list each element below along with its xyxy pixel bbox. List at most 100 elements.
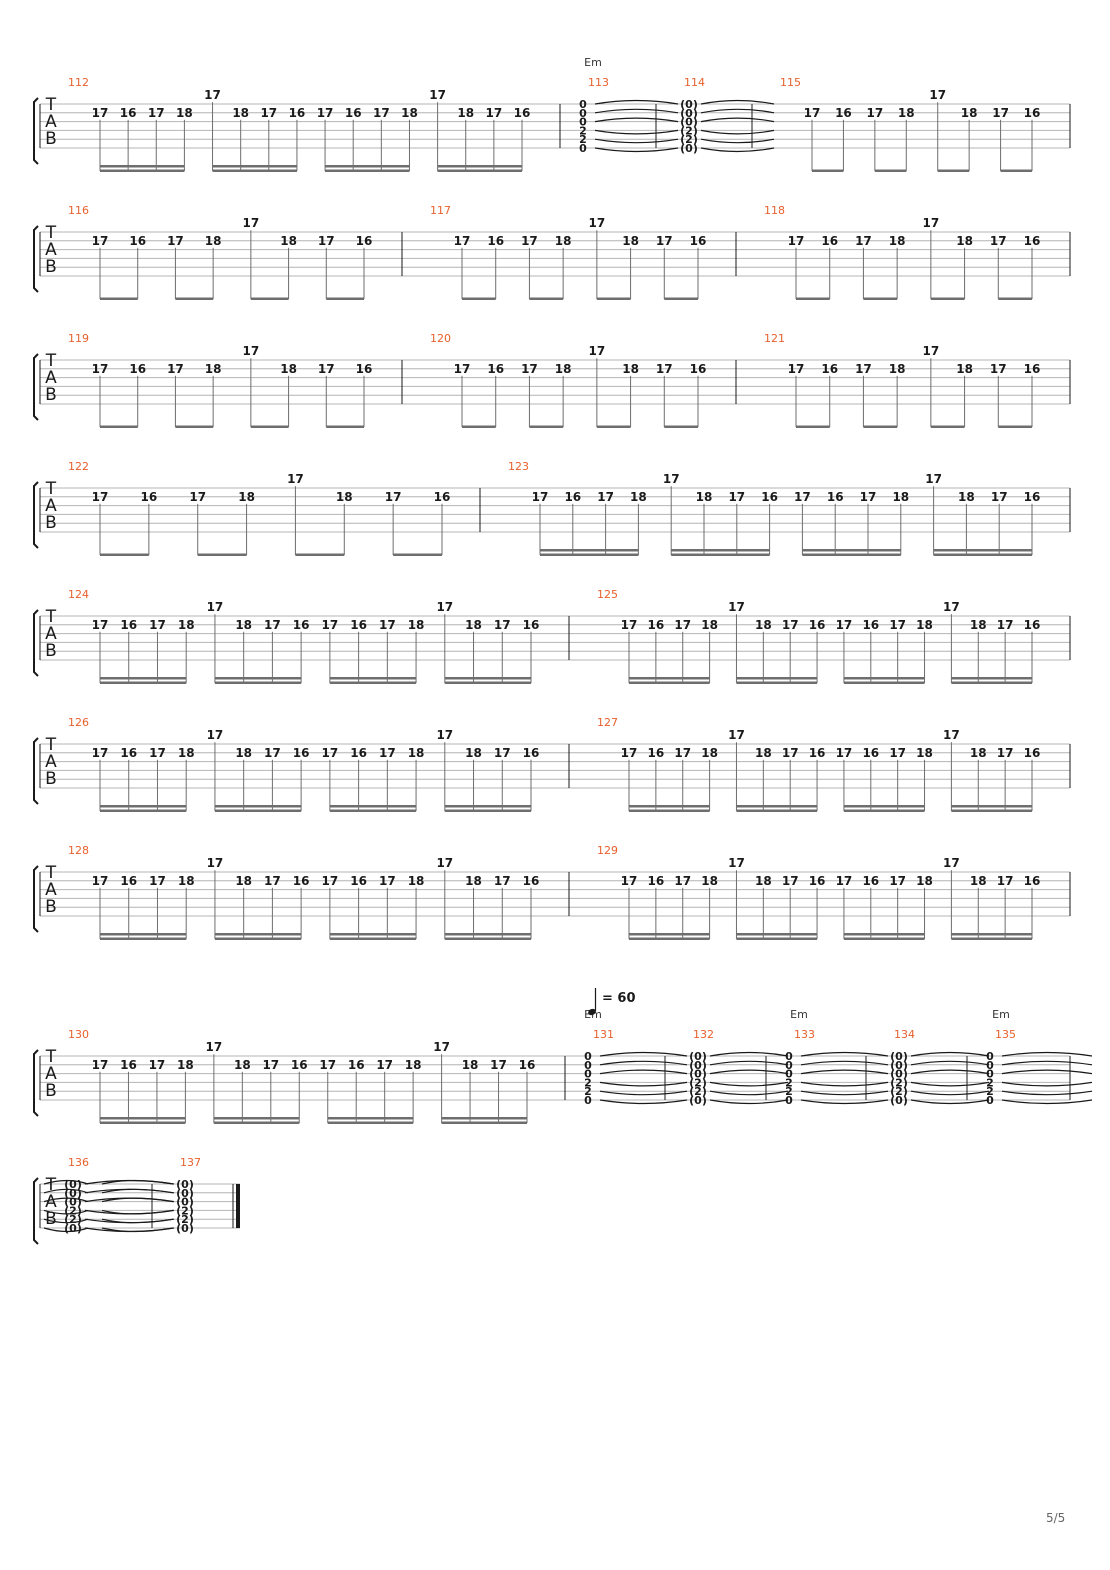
tab-clef-letter: A [45, 752, 57, 772]
tie-arc [709, 1099, 789, 1105]
tie-arc [709, 1069, 789, 1075]
fret-number: 16 [348, 1058, 365, 1072]
bar-number: 114 [684, 76, 705, 89]
chord-symbol: Em [584, 56, 602, 69]
fret-number: 17 [92, 874, 109, 888]
fret-number: 17 [923, 344, 940, 358]
beam-secondary [100, 677, 187, 680]
fret-number: 17 [997, 874, 1014, 888]
fret-number: 17 [376, 1058, 393, 1072]
fret-number: 16 [835, 106, 852, 120]
beam-secondary [327, 1117, 414, 1120]
beam [327, 1121, 414, 1124]
fret-number: 18 [178, 746, 195, 760]
fret-number: 18 [408, 874, 425, 888]
fret-number: 18 [630, 490, 647, 504]
beam [213, 1121, 300, 1124]
tab-clef-letter: A [45, 1192, 57, 1212]
tie-arc [599, 1099, 688, 1105]
beam [596, 297, 631, 300]
fret-number: 17 [621, 746, 638, 760]
tie-arc [101, 1188, 174, 1194]
bar-number: 126 [68, 716, 89, 729]
beam [736, 681, 818, 684]
fret-number: 17 [990, 362, 1007, 376]
fret-number: 16 [1024, 618, 1041, 632]
tab-clef-letter: A [45, 880, 57, 900]
fret-number: 17 [855, 234, 872, 248]
fret-number: 17 [597, 490, 614, 504]
fret-number: 17 [92, 618, 109, 632]
fret-number: 16 [120, 874, 137, 888]
fret-number: 17 [889, 618, 906, 632]
fret-number: 17 [318, 234, 335, 248]
beam [326, 425, 364, 428]
bar-number: 113 [588, 76, 609, 89]
beam [629, 809, 710, 812]
fret-number: 16 [120, 746, 137, 760]
system-bracket [33, 1177, 39, 1245]
fret-number: 16 [809, 874, 826, 888]
beam [736, 937, 818, 940]
beam-secondary [100, 1117, 186, 1120]
tie-arc [1001, 1099, 1093, 1105]
tie-arc [1001, 1060, 1093, 1066]
tie-arc [910, 1081, 990, 1087]
fret-number: 17 [92, 746, 109, 760]
quarter-note-icon [588, 1008, 596, 1016]
fret-number: 17 [728, 600, 745, 614]
beam [812, 169, 844, 172]
beam [250, 297, 289, 300]
fret-number: 17 [867, 106, 884, 120]
beam [874, 169, 907, 172]
fret-number: 17 [322, 618, 339, 632]
fret-number: 17 [855, 362, 872, 376]
fret-number: 18 [176, 106, 193, 120]
chord-fret-number: (0) [689, 1094, 707, 1107]
chord-fret-number: 0 [579, 98, 587, 111]
fret-number: 17 [836, 874, 853, 888]
beam [951, 681, 1032, 684]
fret-number: 16 [1024, 362, 1041, 376]
fret-number: 17 [782, 746, 799, 760]
fret-number: 16 [487, 234, 504, 248]
beam [671, 553, 770, 556]
fret-number: 16 [690, 234, 707, 248]
beam [843, 681, 925, 684]
fret-number: 18 [555, 362, 572, 376]
fret-number: 17 [206, 1040, 223, 1054]
fret-number: 17 [433, 1040, 450, 1054]
bar-number: 136 [68, 1156, 89, 1169]
chord-fret-number: 0 [584, 1068, 592, 1081]
tab-clef-letter: B [45, 641, 57, 661]
tie-arc [43, 1188, 89, 1194]
beam [629, 937, 710, 940]
beam-secondary [629, 933, 710, 936]
beam-secondary [802, 549, 901, 552]
tempo-value: = 60 [602, 991, 636, 1006]
tab-clef-letter: A [45, 112, 57, 132]
fret-number: 16 [761, 490, 778, 504]
fret-number: 18 [622, 234, 639, 248]
fret-number: 17 [621, 618, 638, 632]
tab-clef-letter: T [45, 863, 57, 883]
fret-number: 17 [92, 490, 109, 504]
fret-number: 18 [755, 874, 772, 888]
chord-fret-number: 2 [584, 1076, 592, 1089]
fret-number: 16 [141, 490, 158, 504]
fret-number: 16 [350, 874, 367, 888]
beam [629, 681, 710, 684]
fret-number: 18 [701, 746, 718, 760]
tie-arc [599, 1060, 688, 1066]
beam [664, 297, 698, 300]
fret-number: 17 [167, 234, 184, 248]
beam [212, 169, 297, 172]
beam [326, 297, 364, 300]
beam-secondary [100, 933, 187, 936]
beam [444, 809, 531, 812]
beam-secondary [951, 933, 1032, 936]
fret-number: 16 [523, 874, 540, 888]
